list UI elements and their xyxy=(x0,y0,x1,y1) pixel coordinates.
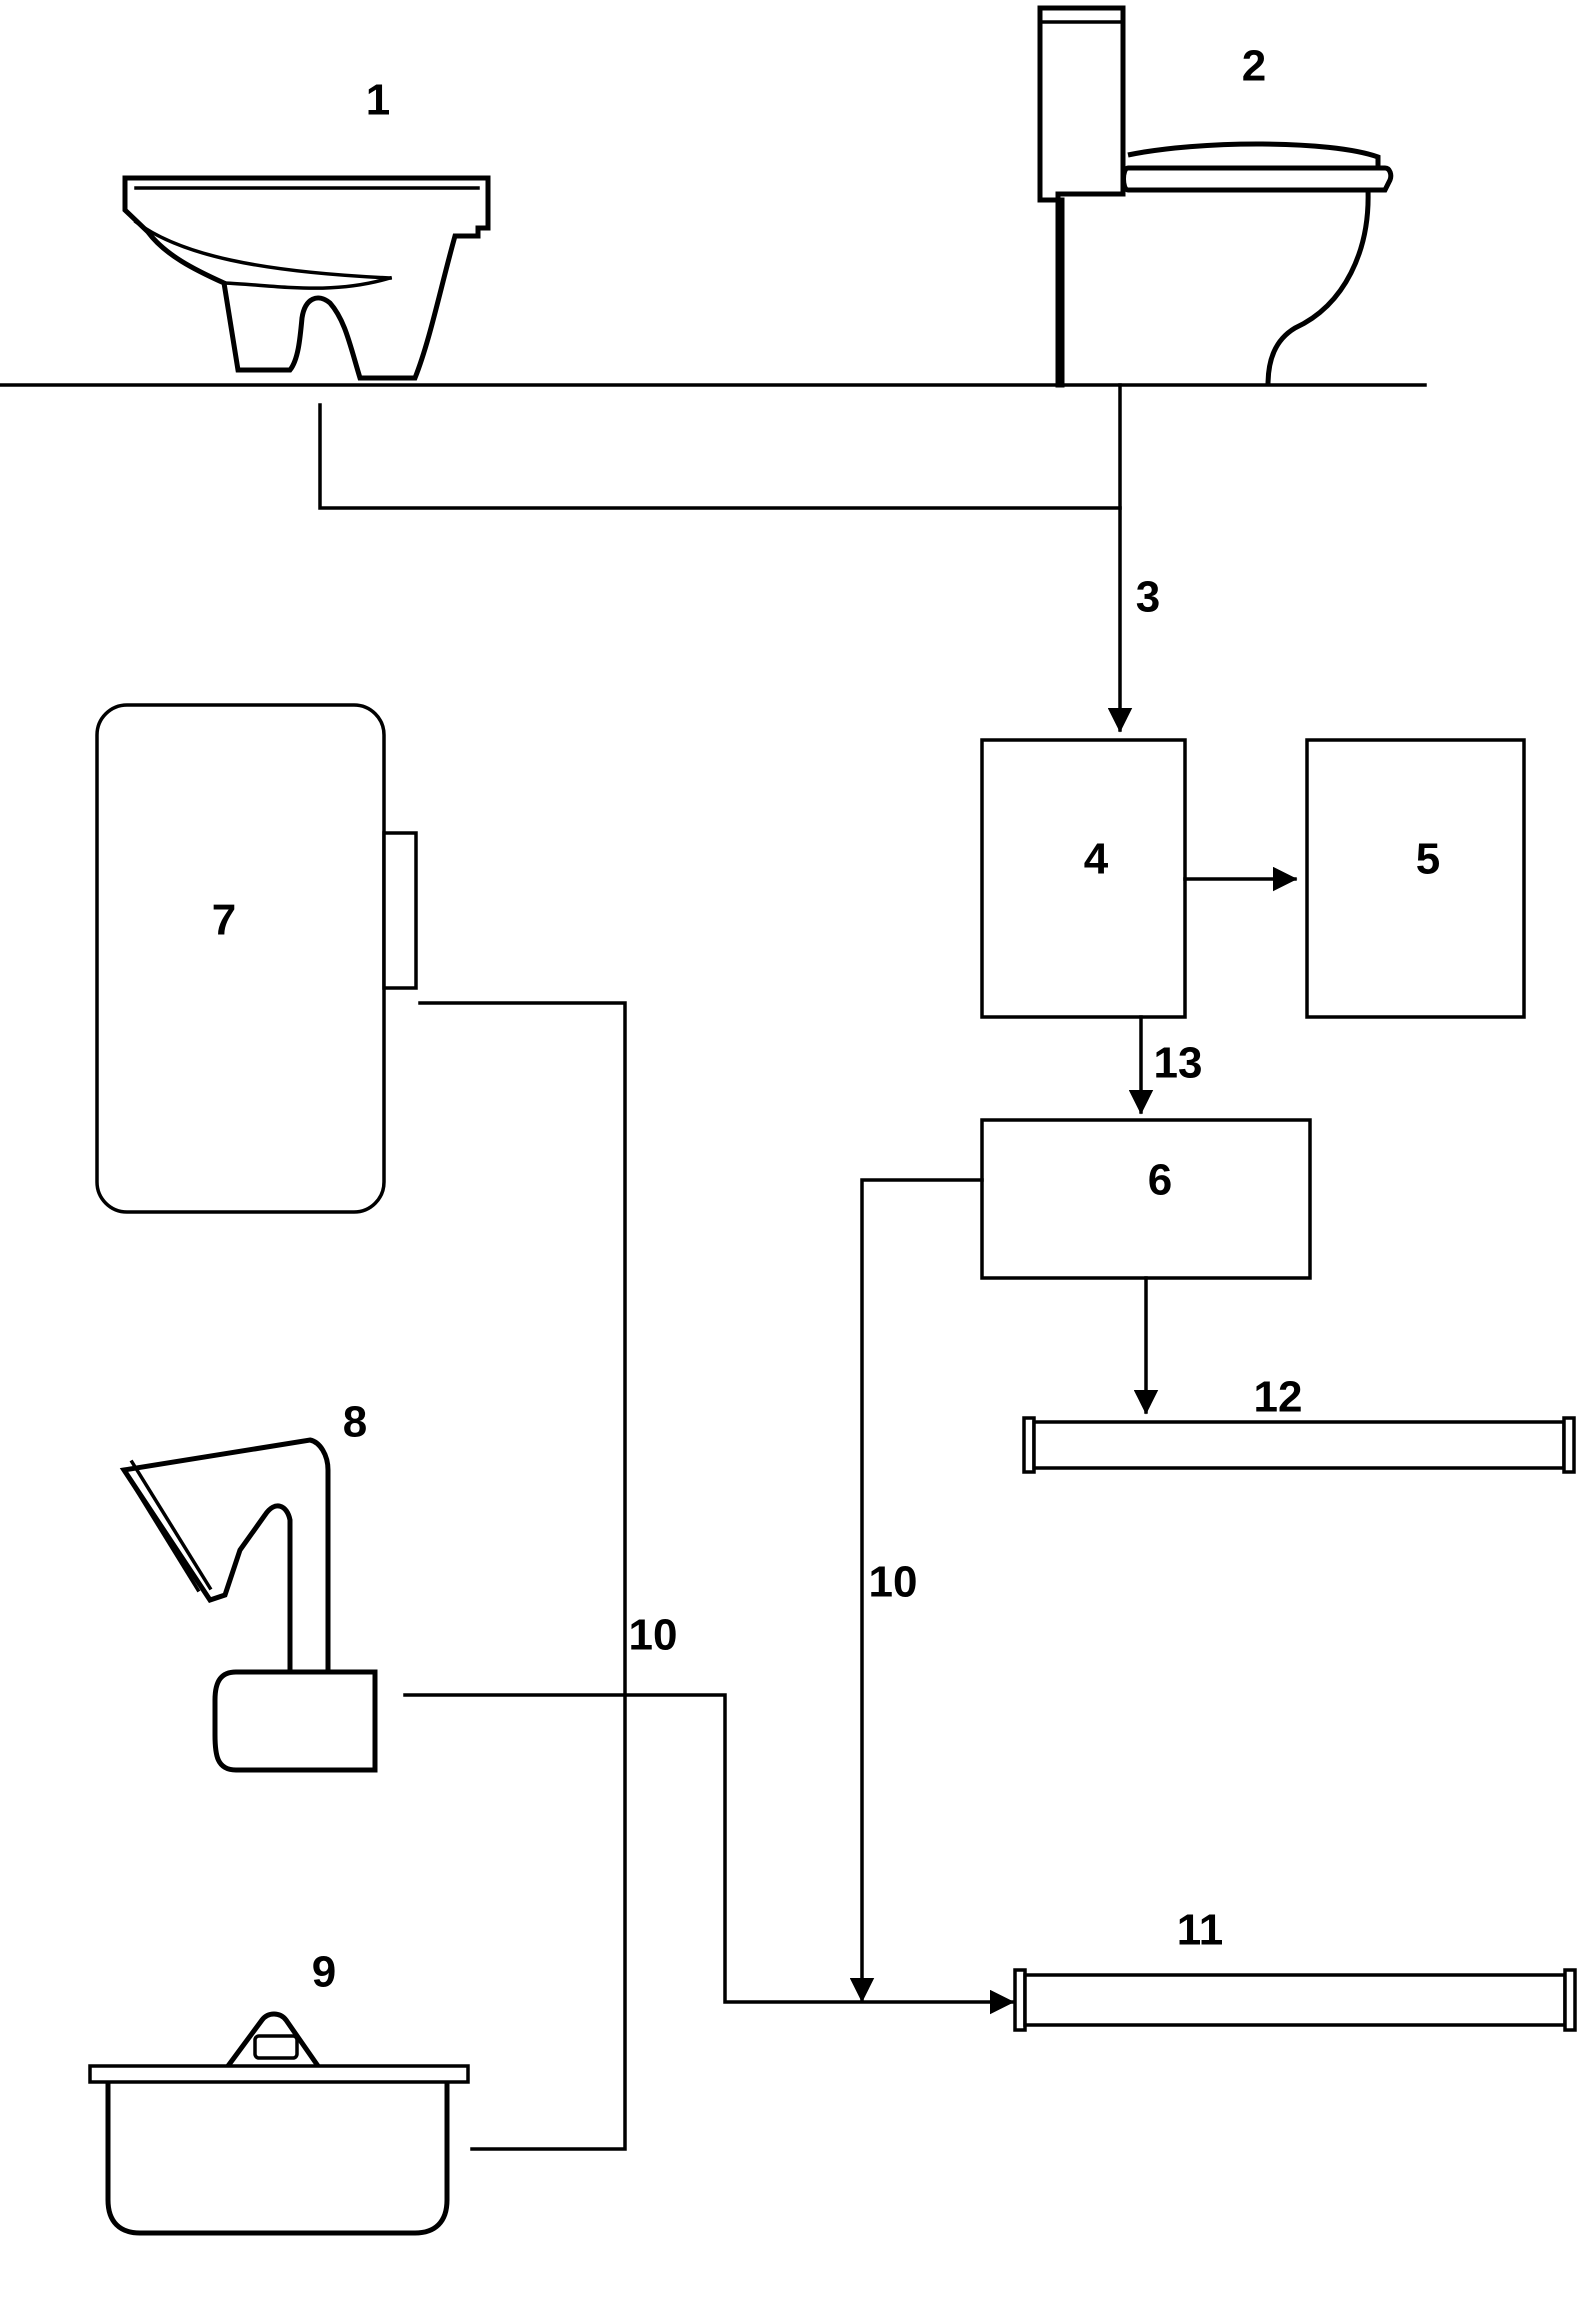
box-4 xyxy=(980,738,1187,1019)
label-13: 13 xyxy=(1154,1039,1203,1088)
squat-toilet-1 xyxy=(122,175,491,381)
shower-8 xyxy=(119,1437,378,1773)
label-7: 7 xyxy=(212,896,236,945)
label-3: 3 xyxy=(1136,573,1160,622)
washing-machine-7 xyxy=(95,703,418,1214)
box-6 xyxy=(980,1118,1312,1280)
label-8: 8 xyxy=(343,1398,367,1447)
western-toilet-2 xyxy=(1037,5,1394,388)
sink-9 xyxy=(88,2011,470,2236)
label-12: 12 xyxy=(1254,1373,1303,1422)
pipe-from-fixture-1 xyxy=(318,403,1122,510)
outlet-pipe-12 xyxy=(1022,1416,1576,1474)
label-9: 9 xyxy=(312,1948,336,1997)
label-11: 11 xyxy=(1177,1906,1224,1955)
pipe-from-shower xyxy=(403,1693,1015,2015)
label-5: 5 xyxy=(1416,835,1440,884)
label-10-left: 10 xyxy=(629,1611,678,1660)
label-1: 1 xyxy=(366,76,390,125)
pipe-10-right xyxy=(849,1178,984,2003)
pipe-10-left xyxy=(418,1001,627,2151)
label-6: 6 xyxy=(1148,1156,1172,1205)
box-5 xyxy=(1305,738,1526,1019)
label-4: 4 xyxy=(1084,835,1109,884)
outlet-pipe-11 xyxy=(1013,1968,1577,2032)
label-10-right: 10 xyxy=(869,1558,918,1607)
label-2: 2 xyxy=(1242,42,1266,91)
